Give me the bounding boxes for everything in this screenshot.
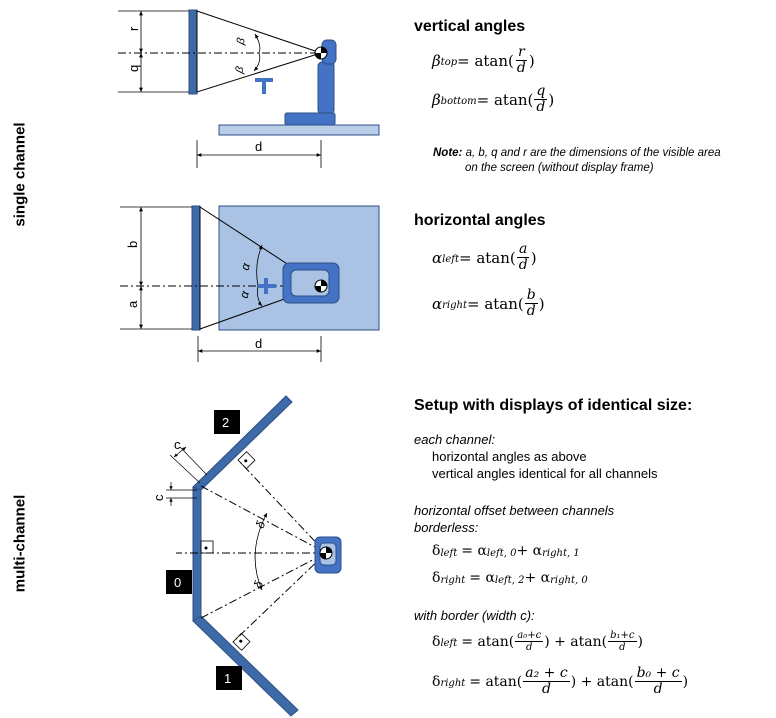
display-1-badge [216, 666, 242, 690]
badge-0-label: 0 [174, 575, 181, 590]
label-alpha-left: α [237, 288, 253, 299]
label-beta-bottom: β [233, 65, 247, 76]
single-channel-label: single channel [11, 122, 29, 227]
badge-2-label: 2 [222, 415, 229, 430]
each-channel-line-v: vertical angles identical for all channe… [432, 466, 658, 481]
label-r: r [126, 26, 141, 31]
note-text: Note: a, b, q and r are the dimensions o… [433, 147, 721, 174]
top-view-diagram: b a d α α [120, 205, 380, 362]
label-delta-left: δ [251, 579, 267, 590]
label-d-top: d [255, 139, 262, 154]
with-border-label: with border (width c): [414, 608, 535, 623]
label-beta-top: β [234, 36, 248, 47]
label-delta-right: δ [253, 519, 269, 530]
horizontal-angles-heading: horizontal angles [414, 212, 546, 229]
each-channel-label: each channel: [414, 432, 495, 447]
side-display [188, 9, 198, 95]
top-display [191, 205, 201, 331]
side-view-cone [196, 10, 323, 93]
side-view-diagram: r q d β β [118, 9, 380, 168]
badge-1-label: 1 [224, 671, 231, 686]
label-b: b [125, 241, 140, 248]
display-0-badge [166, 570, 192, 594]
floor-plate [218, 124, 380, 136]
label-c-1: c [174, 437, 181, 452]
label-c-2: c [151, 494, 166, 501]
each-channel-line-h: horizontal angles as above [432, 449, 587, 464]
display-2 [192, 395, 293, 491]
borderless-label: borderless: [414, 520, 479, 535]
multi-channel-label: multi-channel [11, 494, 29, 593]
label-a: a [125, 300, 140, 308]
vertical-angles-heading: vertical angles [414, 18, 526, 35]
offset-heading: horizontal offset between channels [414, 503, 615, 518]
label-alpha-right: α [238, 260, 254, 271]
side-chair [284, 112, 336, 126]
display-2-badge [214, 410, 240, 434]
multi-channel-diagram: 2 0 1 c c δ δ [151, 395, 342, 717]
label-q: q [126, 65, 141, 72]
label-d-mid: d [255, 336, 262, 351]
side-person-body [317, 61, 335, 115]
display-1 [192, 615, 299, 717]
setup-heading: Setup with displays of identical size: [414, 397, 693, 414]
